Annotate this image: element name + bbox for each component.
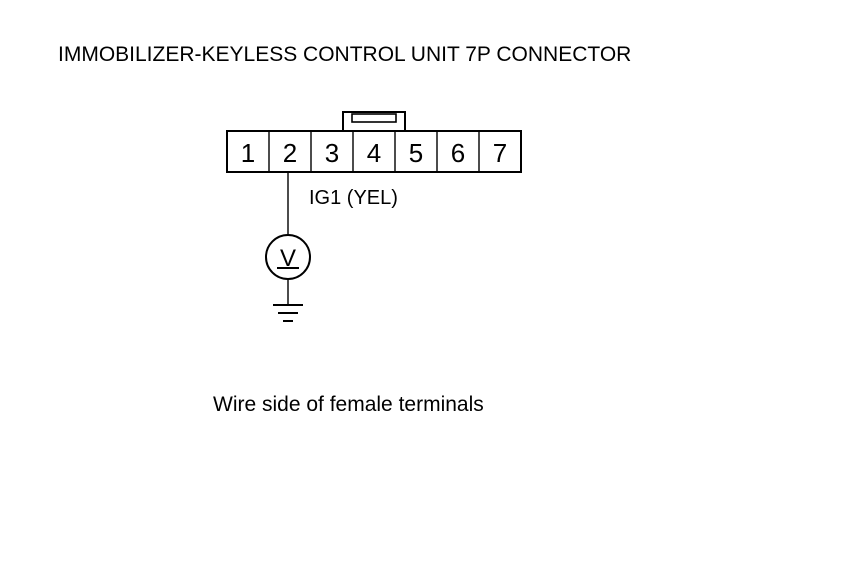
voltmeter-symbol: V [280,245,296,272]
pin-label-5: 5 [409,138,423,168]
diagram-title: IMMOBILIZER-KEYLESS CONTROL UNIT 7P CONN… [58,43,632,66]
pin-label-1: 1 [241,138,255,168]
pin-label-4: 4 [367,138,381,168]
pin-label-3: 3 [325,138,339,168]
pin-label-6: 6 [451,138,465,168]
pin-label-7: 7 [493,138,507,168]
pin-label-2: 2 [283,138,297,168]
wire-label: IG1 (YEL) [309,187,398,209]
connector-lock-tab [342,111,406,132]
voltmeter-icon: V [265,234,311,280]
diagram-caption: Wire side of female terminals [213,393,484,416]
connector-body [226,130,522,173]
ground-icon [273,304,303,322]
